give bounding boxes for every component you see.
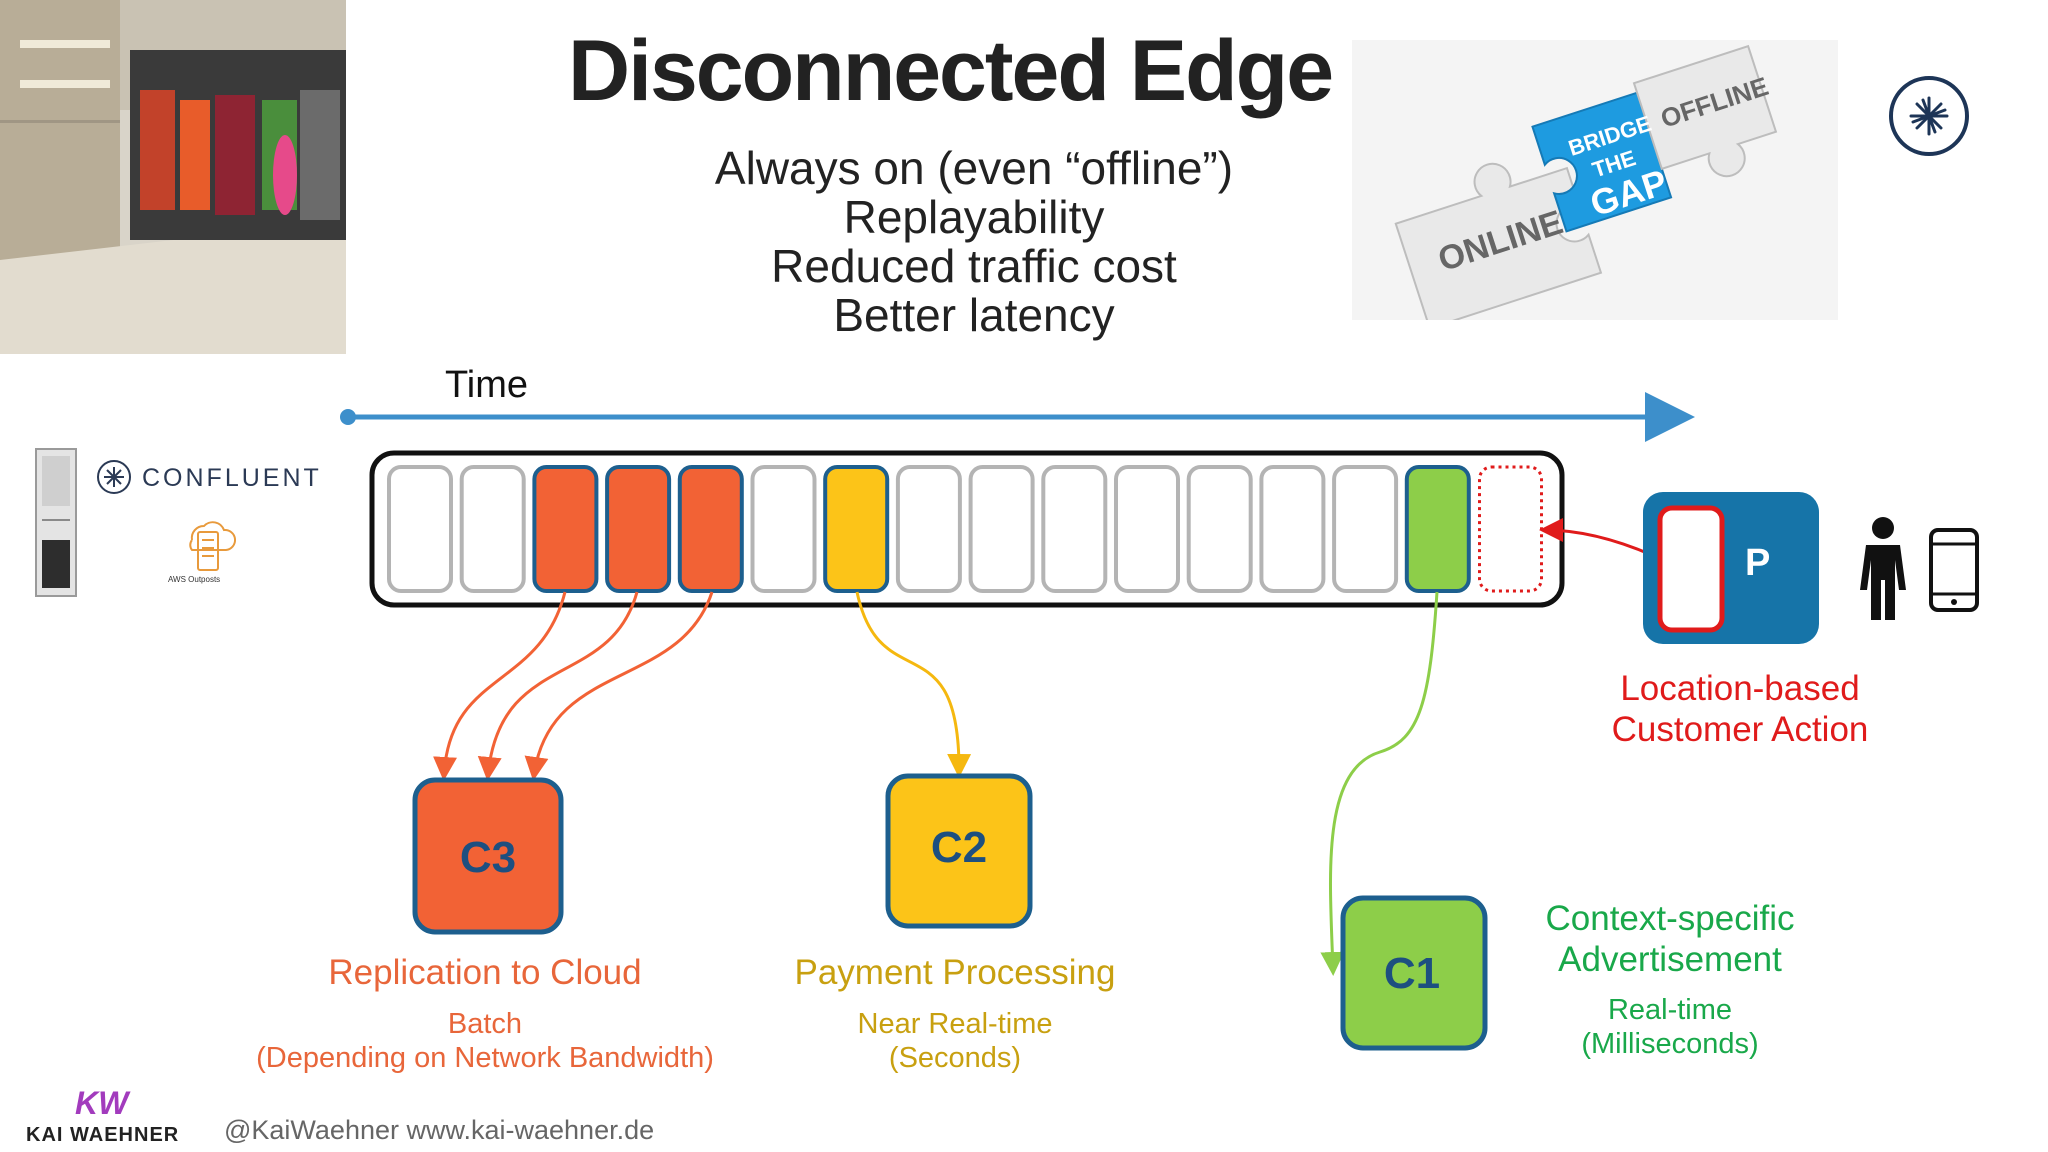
c1-title1: Context-specific xyxy=(1545,899,1795,938)
log-cell-orange xyxy=(532,465,599,593)
c3-box xyxy=(412,777,564,935)
producer-caption-line2: Customer Action xyxy=(1611,710,1869,749)
log-cell-empty xyxy=(895,465,962,593)
kw-logo-mark: KW xyxy=(75,1085,129,1121)
person-icon xyxy=(1860,517,1906,620)
c1-title: Context-specific Advertisement xyxy=(1490,898,1850,980)
confluent-circle-icon xyxy=(1889,76,1969,156)
c3-title: Replication to Cloud xyxy=(328,953,642,992)
log-cell-empty xyxy=(1041,465,1108,593)
confluent-wordmark: CONFLUENT xyxy=(142,464,322,492)
c2-sub2: (Seconds) xyxy=(888,1042,1022,1074)
connector-c2 xyxy=(855,591,972,778)
puzzle-image: ONLINE BRIDGE THE GAP OFFLINE xyxy=(1352,40,1838,320)
time-label: Time xyxy=(445,364,529,406)
c1-subtitle: Real-time (Milliseconds) xyxy=(1490,993,1850,1061)
smartphone-icon xyxy=(1929,528,1979,612)
aws-outposts-icon xyxy=(189,521,236,571)
c2-box xyxy=(885,773,1033,929)
producer-label: P xyxy=(1745,542,1770,584)
benefit-traffic-cost: Reduced traffic cost xyxy=(771,240,1177,292)
log-cell-empty xyxy=(1114,465,1180,593)
benefit-latency: Better latency xyxy=(833,289,1115,341)
c1-label: C1 xyxy=(1384,949,1440,998)
log-cell-empty xyxy=(1259,465,1326,593)
connector-c3-2 xyxy=(477,591,639,781)
c1-title2: Advertisement xyxy=(1558,940,1782,979)
c2-sub1: Near Real-time xyxy=(857,1008,1053,1040)
log-cell-yellow xyxy=(823,465,890,593)
c3-sub1: Batch xyxy=(447,1008,523,1040)
footer-handle: @KaiWaehner www.kai-waehner.de xyxy=(224,1115,655,1145)
benefit-always-on: Always on (even “offline”) xyxy=(714,142,1234,194)
benefit-replayability: Replayability xyxy=(843,191,1105,243)
producer-event xyxy=(1657,505,1725,633)
log-cell-orange xyxy=(605,465,672,593)
log-cell-empty xyxy=(459,465,526,593)
c1-box xyxy=(1340,895,1488,1051)
log-cell-empty xyxy=(968,465,1035,593)
log-cell-empty xyxy=(1332,465,1399,593)
benefits-list: Always on (even “offline”) Replayability… xyxy=(574,144,1374,340)
log-cell-empty xyxy=(750,465,817,593)
c2-label: C2 xyxy=(931,823,987,872)
c3-subtitle: Batch (Depending on Network Bandwidth) xyxy=(215,1007,755,1075)
aws-outposts-caption: AWS Outposts xyxy=(168,575,221,584)
log-cell-green xyxy=(1404,465,1471,593)
confluent-logo-icon xyxy=(97,460,131,494)
log-cell-orange xyxy=(677,465,744,593)
mall-photo xyxy=(0,0,346,354)
connector-c3-1 xyxy=(433,591,567,781)
producer-caption: Location-based Customer Action xyxy=(1540,668,1940,750)
page-title: Disconnected Edge xyxy=(567,23,1334,119)
server-rack-icon xyxy=(35,448,77,597)
c3-sub2: (Depending on Network Bandwidth) xyxy=(256,1042,714,1074)
connector-c1 xyxy=(1320,591,1439,976)
c2-title: Payment Processing xyxy=(794,953,1116,992)
kw-logo-name: KAI WAEHNER xyxy=(26,1124,180,1146)
c1-sub1: Real-time xyxy=(1607,994,1733,1026)
log-cell-empty xyxy=(1186,465,1253,593)
connector-c3-3 xyxy=(524,591,714,781)
c3-label: C3 xyxy=(460,833,516,882)
log-cell-empty xyxy=(387,465,453,593)
c2-subtitle: Near Real-time (Seconds) xyxy=(750,1007,1160,1075)
c1-sub2: (Milliseconds) xyxy=(1581,1028,1759,1060)
producer-caption-line1: Location-based xyxy=(1620,669,1860,708)
log-cell-new xyxy=(1478,465,1543,593)
